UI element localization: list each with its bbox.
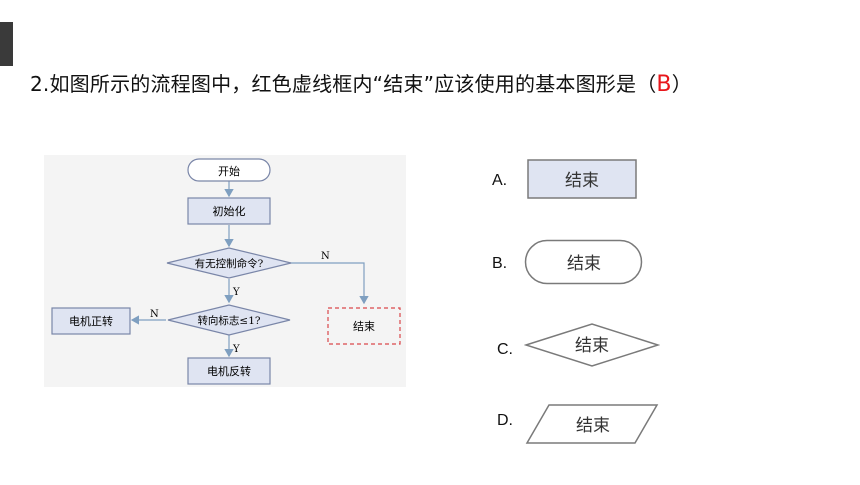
flow-connectors: [130, 181, 369, 358]
flow-decision-direction: 转向标志≤1?: [167, 304, 291, 336]
flow-end-label: 结束: [353, 320, 375, 333]
flow-start-label: 开始: [218, 164, 240, 178]
flow-left-action-label: 电机正转: [69, 314, 113, 328]
option-b-letter: B.: [492, 255, 508, 272]
flow-label-y-bottom: Y: [232, 344, 240, 355]
flow-decision1-label: 有无控制命令?: [195, 257, 264, 270]
flow-bottom-action-label: 电机反转: [207, 364, 251, 378]
option-a-rectangle[interactable]: 结束: [527, 159, 639, 201]
flow-init-label: 初始化: [213, 204, 246, 218]
flow-decision-command: 有无控制命令?: [166, 247, 292, 279]
option-c-label: 结束: [575, 336, 609, 356]
option-b-label: 结束: [567, 254, 601, 274]
flow-end-dashed-box: 结束: [327, 307, 401, 345]
option-d-letter: D.: [497, 412, 513, 429]
slide-corner-marker: [0, 22, 13, 66]
answer-letter: B: [656, 72, 672, 97]
option-c-diamond[interactable]: 结束: [524, 322, 660, 368]
question-stem: 2.如图所示的流程图中，红色虚线框内“结束”应该使用的基本图形是（: [30, 72, 657, 96]
flow-start-terminal: 开始: [187, 158, 271, 182]
flow-label-n-left: N: [150, 309, 159, 320]
question-close-paren: ）: [671, 72, 692, 96]
option-b-rounded-terminal[interactable]: 结束: [524, 239, 644, 287]
flow-motor-forward-box: 电机正转: [51, 307, 131, 335]
option-d-label: 结束: [576, 416, 610, 436]
flow-label-y-top: Y: [232, 287, 240, 298]
option-a-label: 结束: [565, 171, 599, 191]
flow-motor-reverse-box: 电机反转: [187, 357, 271, 385]
question-text: 2.如图所示的流程图中，红色虚线框内“结束”应该使用的基本图形是（B）: [30, 68, 692, 97]
flowchart-figure: 开始 初始化 有无控制命令? N Y 转向标志≤1? N Y 电机正转 电机反: [44, 155, 406, 387]
option-d-parallelogram[interactable]: 结束: [525, 403, 659, 445]
flow-decision2-label: 转向标志≤1?: [197, 314, 260, 327]
option-a-letter: A.: [492, 172, 508, 189]
flowchart-svg: 开始 初始化 有无控制命令? N Y 转向标志≤1? N Y 电机正转 电机反: [51, 158, 401, 385]
flow-label-n-top: N: [321, 251, 330, 262]
flow-init-box: 初始化: [187, 197, 271, 225]
option-c-letter: C.: [497, 341, 513, 358]
